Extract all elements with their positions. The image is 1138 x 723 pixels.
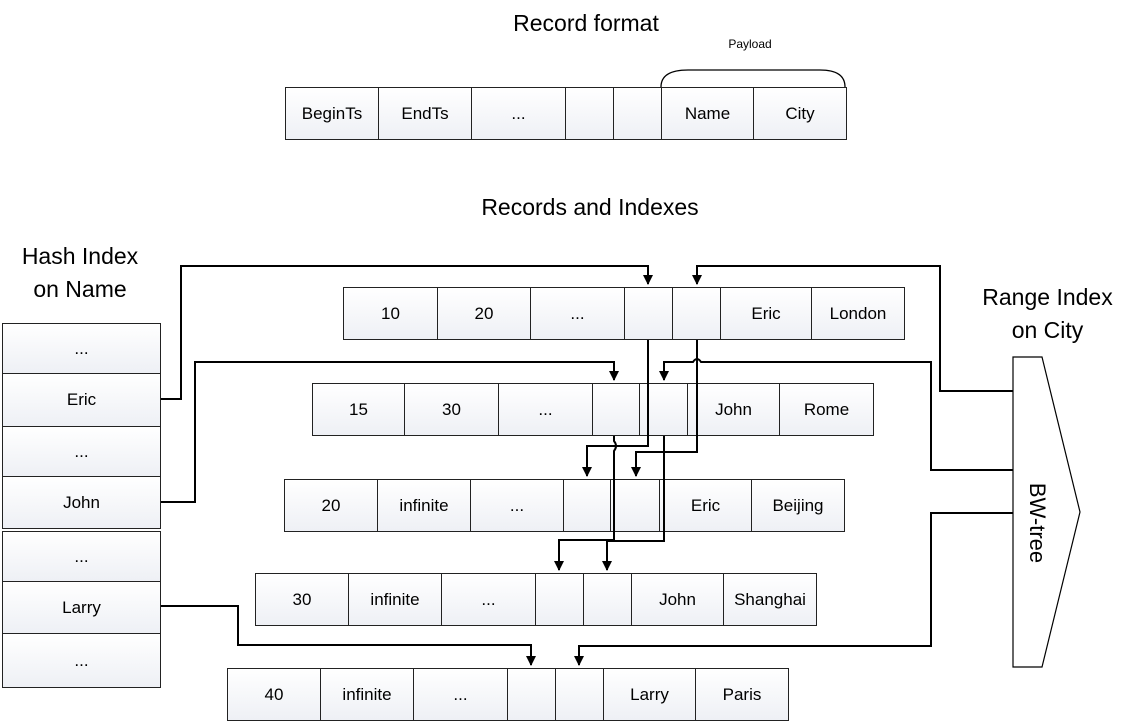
hash-entry: ... — [2, 426, 161, 477]
chain-eric-arrow — [582, 340, 649, 477]
record-name-pointer — [624, 287, 673, 340]
record-name-pointer — [507, 668, 556, 721]
format-field-city: City — [753, 87, 847, 140]
hash-index-title-line2: on Name — [33, 276, 127, 302]
record-name: Larry — [603, 668, 696, 721]
record-city: London — [811, 287, 905, 340]
format-field-dots: ... — [471, 87, 566, 140]
range-rome-arrow — [659, 358, 1013, 471]
record-name-pointer — [592, 383, 640, 436]
hash-eric-arrow — [161, 265, 653, 400]
chain-london-arrow — [631, 340, 698, 477]
record-end-ts: infinite — [377, 479, 471, 532]
record-begin-ts: 30 — [255, 573, 349, 626]
record-city: Paris — [695, 668, 789, 721]
hash-john-arrow — [161, 361, 619, 503]
record-begin-ts: 40 — [227, 668, 321, 721]
payload-label: Payload — [728, 37, 772, 51]
range-index-title-line2: on City — [1011, 317, 1084, 343]
record-end-ts: infinite — [320, 668, 414, 721]
hash-larry-arrow — [161, 605, 536, 666]
record-city-pointer — [672, 287, 721, 340]
hash-entry: ... — [2, 531, 161, 582]
payload-brace — [660, 69, 846, 88]
format-field-begints: BeginTs — [285, 87, 379, 140]
format-field-pointer-2 — [613, 87, 662, 140]
hash-entry: John — [2, 476, 161, 529]
range-index-title: Range Index on City — [970, 281, 1125, 347]
record-city: Shanghai — [723, 573, 817, 626]
record-name: Eric — [720, 287, 812, 340]
record-begin-ts: 20 — [284, 479, 378, 532]
record-name-pointer — [563, 479, 611, 532]
records-and-indexes-title: Records and Indexes — [481, 194, 699, 220]
format-field-endts: EndTs — [378, 87, 472, 140]
chain-john-arrow — [554, 436, 617, 571]
hash-index-title: Hash Index on Name — [5, 240, 155, 306]
record-name: John — [631, 573, 724, 626]
range-london-arrow — [692, 265, 1013, 392]
record-dots: ... — [530, 287, 625, 340]
record-name: Eric — [659, 479, 752, 532]
range-paris-arrow — [574, 512, 1013, 666]
record-city: Rome — [779, 383, 874, 436]
record-begin-ts: 15 — [312, 383, 405, 436]
bw-tree-shape — [1012, 356, 1081, 668]
hash-index-title-line1: Hash Index — [21, 243, 139, 269]
record-name-pointer — [535, 573, 584, 626]
record-dots: ... — [413, 668, 508, 721]
hash-entry: ... — [2, 323, 161, 374]
hash-entry: ... — [2, 633, 161, 688]
record-city: Beijing — [751, 479, 845, 532]
record-format-title: Record format — [513, 10, 659, 36]
record-dots: ... — [470, 479, 564, 532]
record-begin-ts: 10 — [343, 287, 438, 340]
bw-tree-label: BW-tree — [1025, 482, 1050, 564]
chain-rome-arrow — [602, 436, 665, 571]
format-field-name: Name — [661, 87, 754, 140]
range-index-title-line1: Range Index — [982, 284, 1113, 310]
record-dots: ... — [441, 573, 536, 626]
record-end-ts: 20 — [437, 287, 531, 340]
